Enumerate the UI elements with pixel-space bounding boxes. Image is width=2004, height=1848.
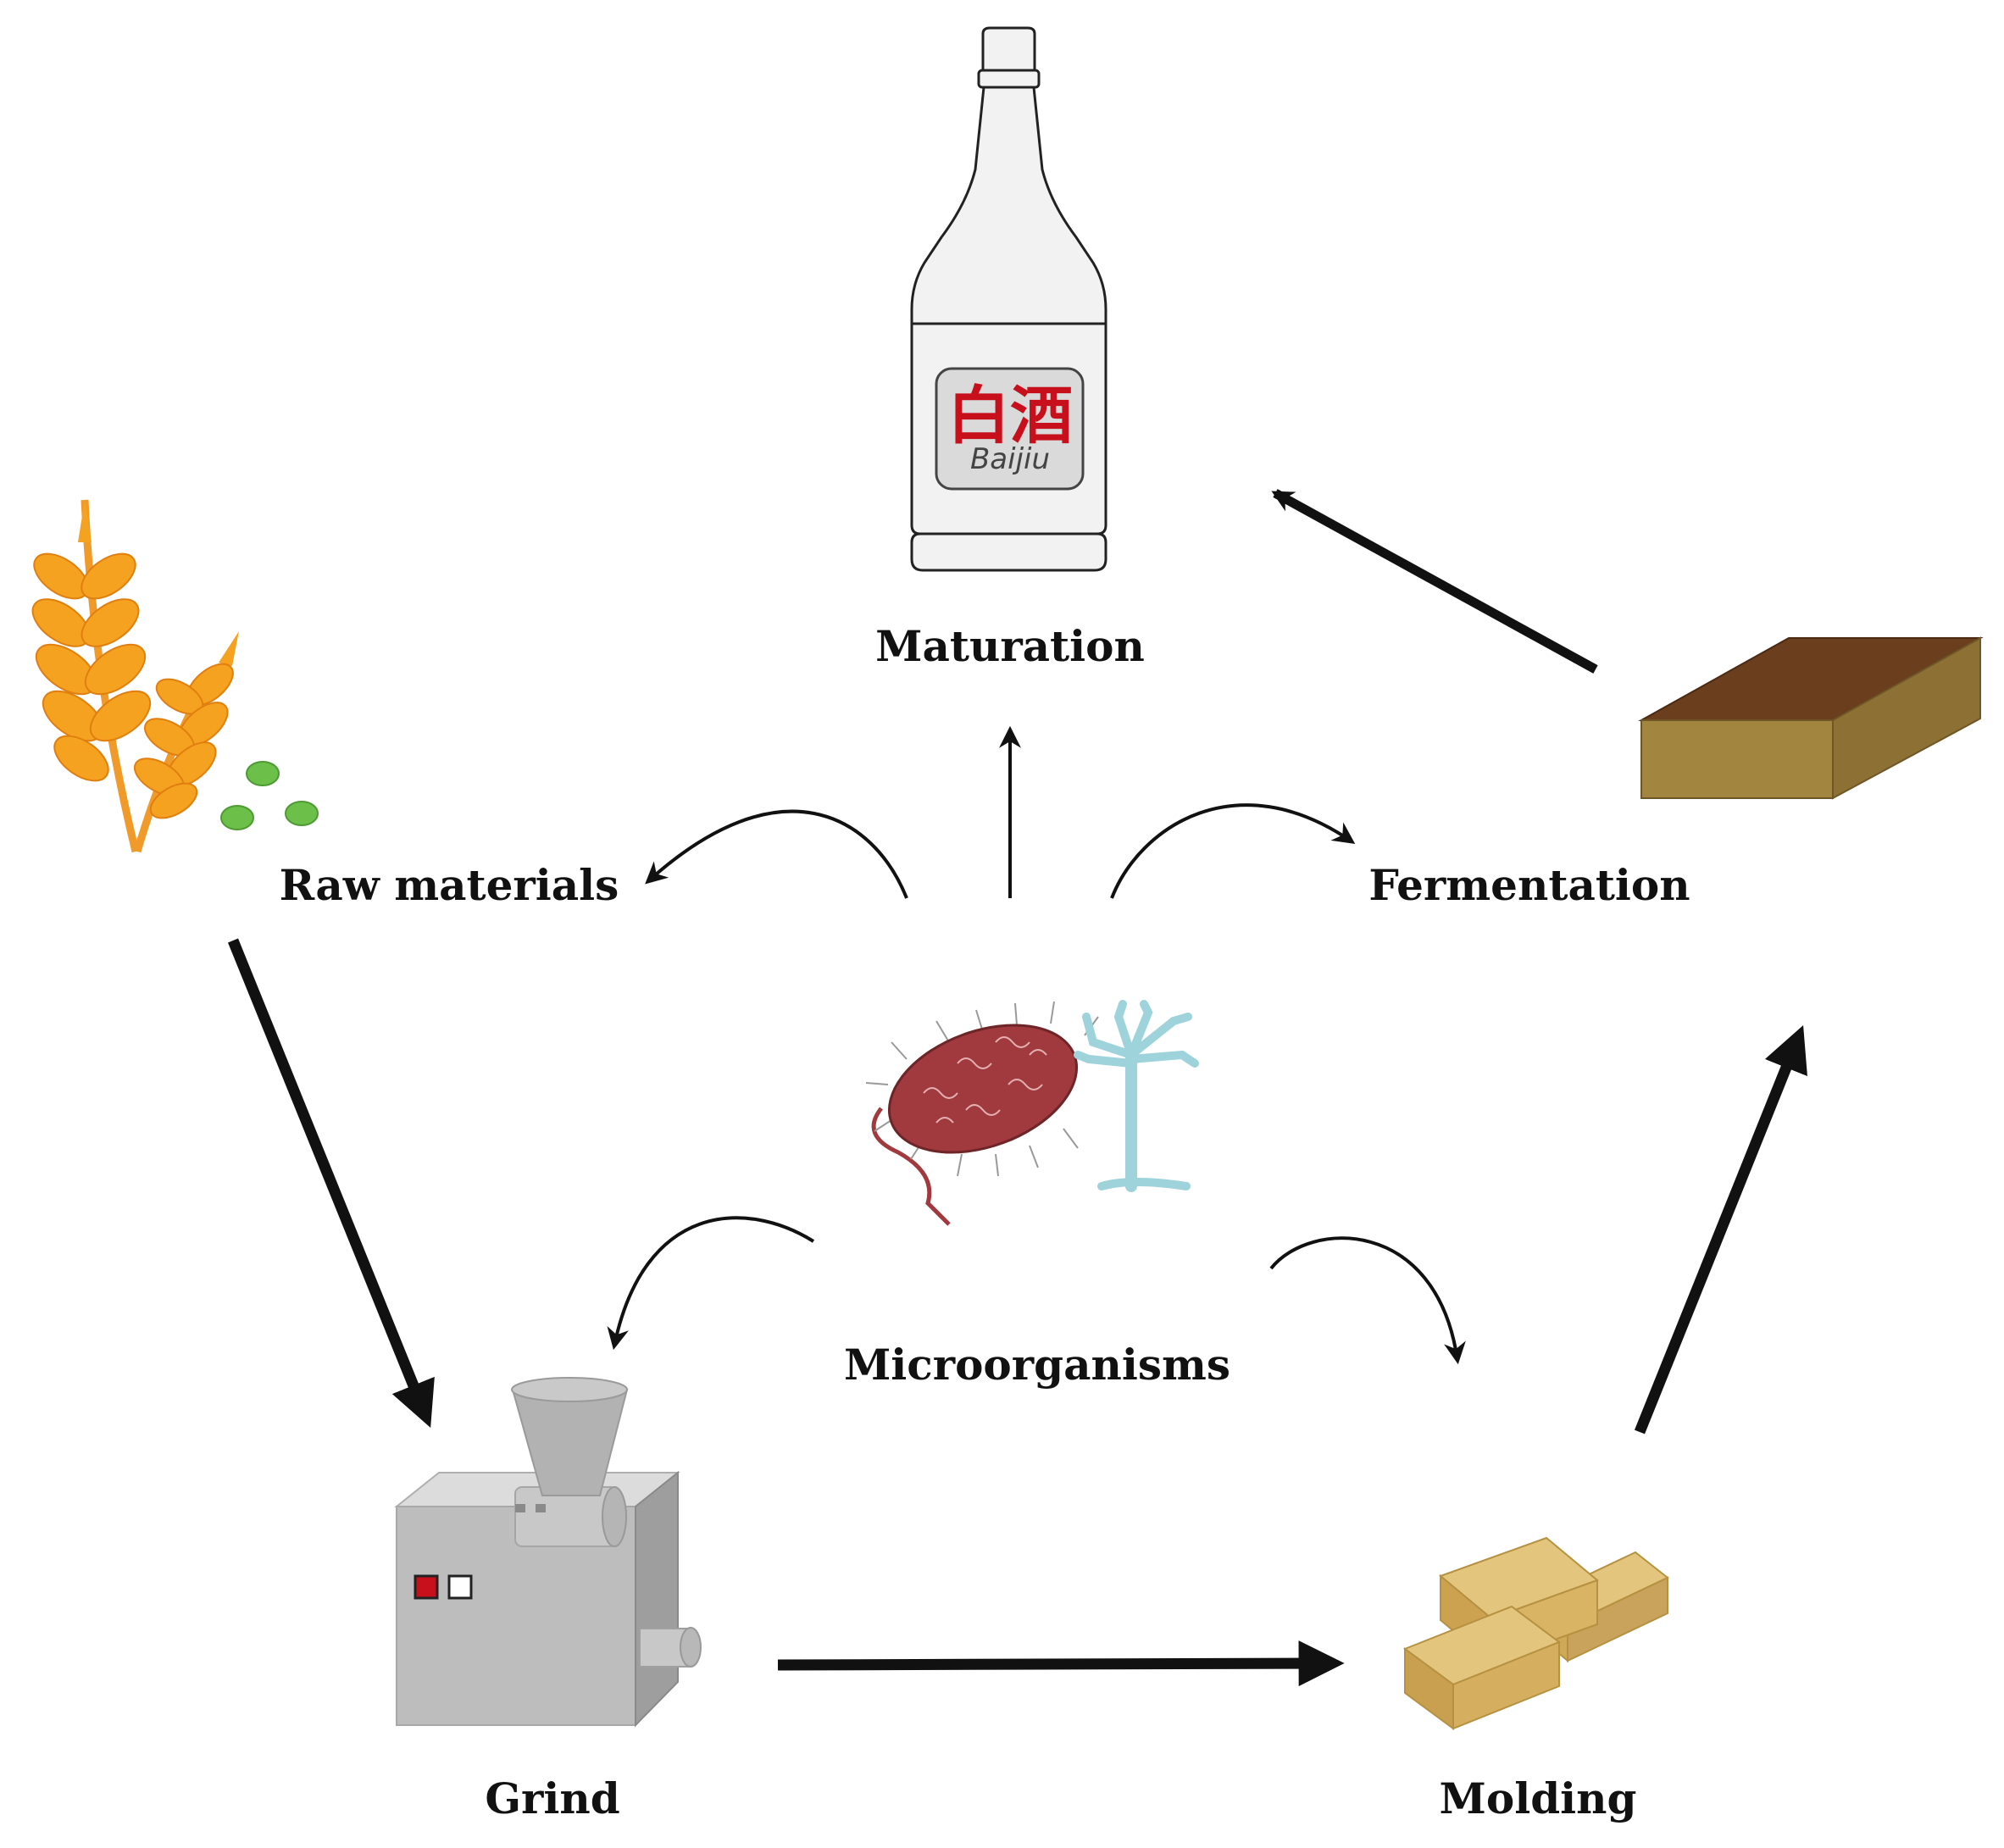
- micro-to-raw-materials-arrow: [645, 809, 908, 899]
- microorganisms-label: Microorganisms: [844, 1340, 1230, 1390]
- fungus-icon: [1074, 1000, 1199, 1192]
- molding-to-fermentation-arrow: [1634, 1024, 1807, 1435]
- raw-to-grind-arrow: [227, 938, 435, 1429]
- grain-icon: [31, 499, 319, 853]
- bacterium-icon: [865, 1001, 1099, 1226]
- fermentation-to-maturation-arrow: [1271, 489, 1598, 674]
- grind-to-molding-arrow: [777, 1640, 1345, 1687]
- micro-to-grind-arrow: [607, 1216, 815, 1351]
- raw-materials-label: Raw materials: [280, 860, 619, 910]
- bottle-label-chinese: 白酒: [947, 380, 1073, 452]
- maturation-label: Maturation: [875, 621, 1145, 671]
- micro-to-fermentation-arrow: [1110, 803, 1356, 899]
- bottle-icon: 白酒 Baijiu: [910, 26, 1107, 572]
- fermentation-box-icon: [1638, 636, 1984, 800]
- grinder-icon: [394, 1377, 702, 1728]
- molded-blocks-icon: [1402, 1536, 1669, 1730]
- molding-label: Molding: [1440, 1773, 1637, 1823]
- bottle-label-english: Baijiu: [970, 442, 1050, 476]
- micro-to-molding-arrow: [1269, 1236, 1466, 1365]
- fermentation-label: Fermentation: [1368, 860, 1690, 910]
- grind-label: Grind: [485, 1773, 619, 1823]
